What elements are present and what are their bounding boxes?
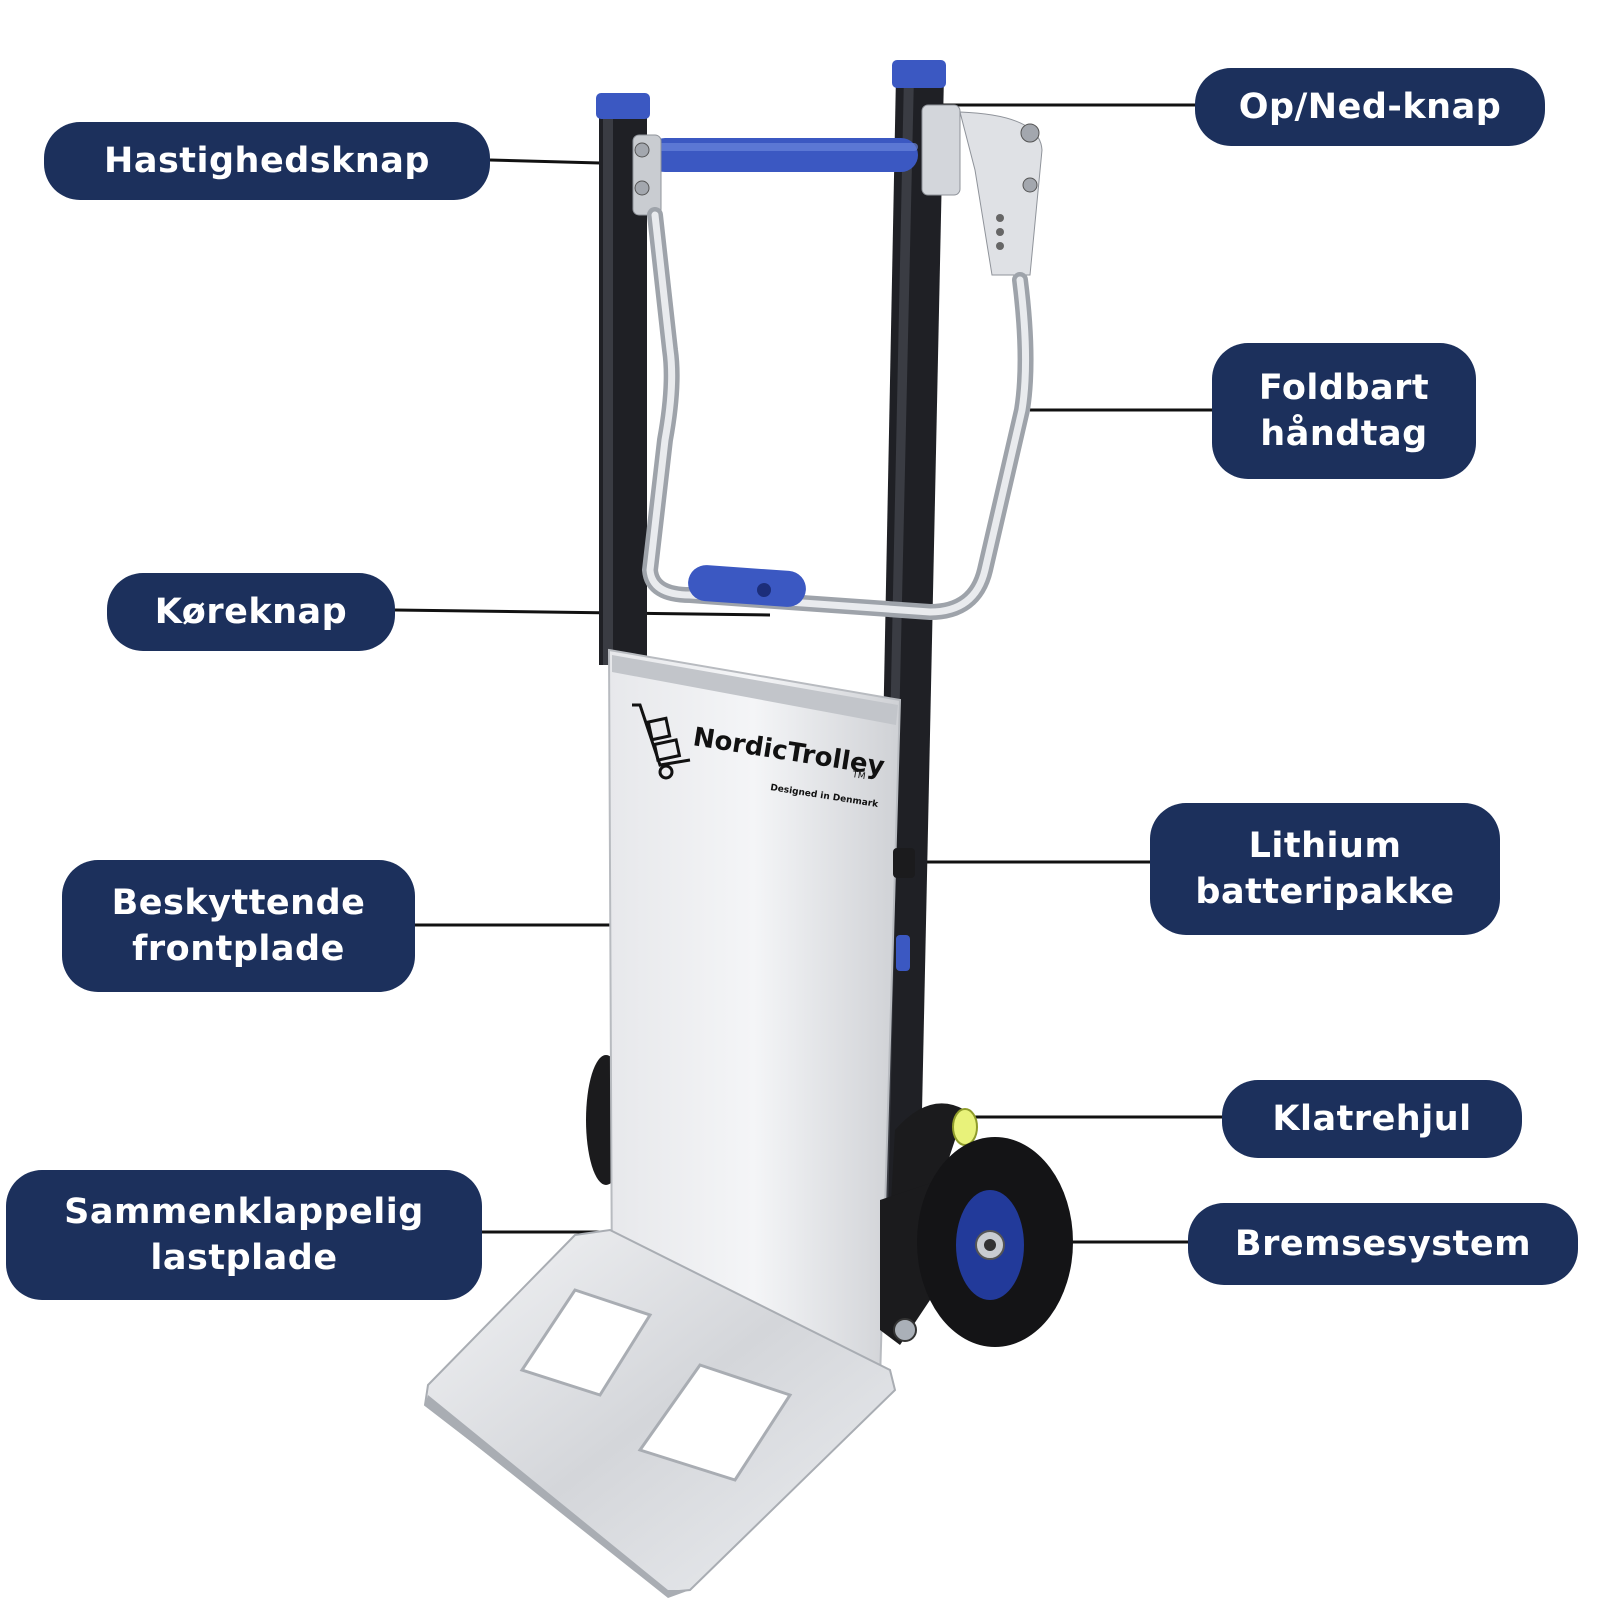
label-klatrehjul-text: Klatrehjul [1272,1099,1472,1139]
connector-lines [394,103,1222,1244]
label-lithium-line2: batteripakke [1195,872,1455,912]
fold-mechanism [921,104,1043,276]
load-plate-cutout-1 [519,1288,653,1397]
battery-clip [893,848,915,878]
label-sammenklappelig-line2: lastplade [150,1238,338,1278]
connector-koereknap [394,608,771,617]
label-hastighedsknap: Hastighedsknap [44,122,490,200]
label-bremsesystem: Bremsesystem [1188,1203,1578,1285]
connector-hastighed [489,158,601,165]
label-koereknap-text: Køreknap [154,592,348,632]
front-plate [607,648,902,1382]
drive-button-grip [688,565,806,607]
label-sammenklappelig-line1: Sammenklappelig [64,1192,424,1232]
label-sammenklappelig-lastplade: Sammenklappelig lastplade [6,1170,482,1300]
label-lithium-batteripakke: Lithium batteripakke [1150,803,1500,935]
label-bremsesystem-text: Bremsesystem [1234,1224,1532,1264]
label-beskyttende-frontplade: Beskyttende frontplade [62,860,415,992]
label-lithium-line1: Lithium [1248,826,1402,866]
foldable-handle [641,207,1034,621]
label-foldbart-haandtag: Foldbart håndtag [1212,343,1476,479]
label-op-ned-knap-text: Op/Ned-knap [1238,87,1502,127]
label-beskyttende-line2: frontplade [132,929,345,969]
label-foldbart-line1: Foldbart [1258,368,1430,408]
label-op-ned-knap: Op/Ned-knap [1195,68,1545,146]
label-foldbart-line2: håndtag [1260,414,1428,454]
right-handle-cap [892,60,946,88]
main-wheel [917,1137,1073,1347]
trolley-logo-icon [632,703,691,780]
label-koereknap: Køreknap [107,573,395,651]
left-handle-cap [596,93,650,119]
side-blue-tab [896,935,910,971]
trademark-mark: TM [851,770,867,782]
load-plate [423,1228,897,1598]
label-klatrehjul: Klatrehjul [1222,1080,1522,1158]
label-beskyttende-line1: Beskyttende [111,883,366,923]
load-plate-cutout-2 [637,1363,793,1482]
left-bracket [632,134,662,216]
label-hastighedsknap-text: Hastighedsknap [104,141,430,181]
